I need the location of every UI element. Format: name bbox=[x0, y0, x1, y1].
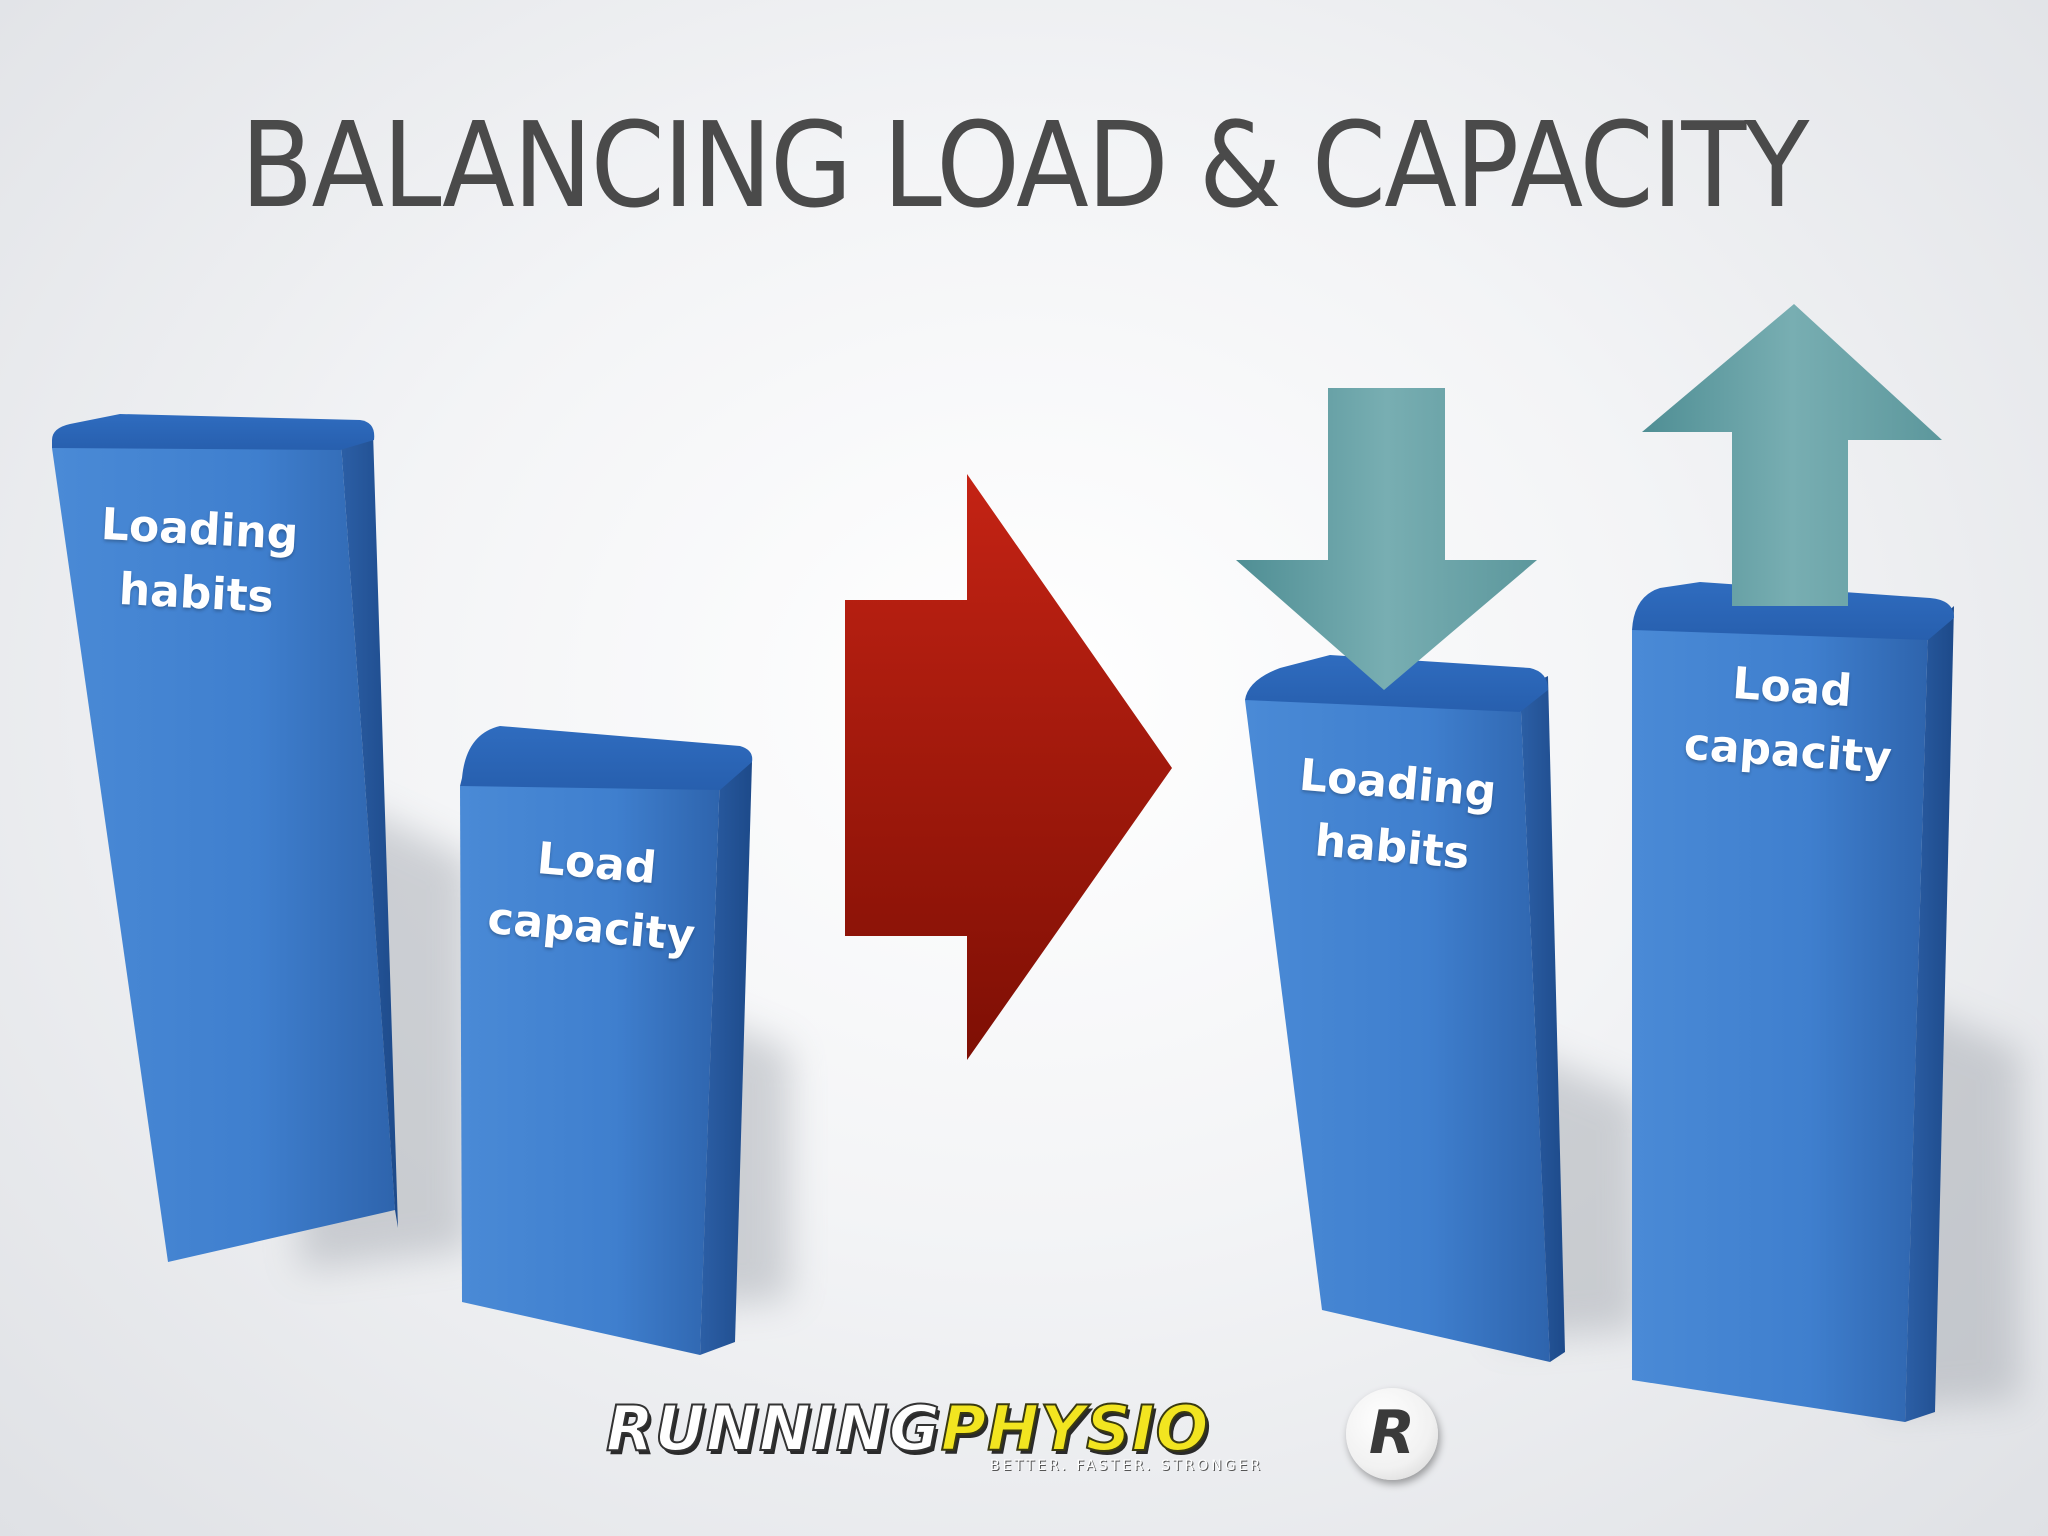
up-arrow-icon bbox=[1642, 304, 1942, 606]
runner-r-icon: R bbox=[1346, 1388, 1438, 1480]
label-after-loading-habits: Loading habits bbox=[1297, 749, 1499, 880]
bar-before-loading-habits bbox=[52, 414, 398, 1262]
badge-glyph: R bbox=[1368, 1398, 1416, 1468]
down-arrow-icon bbox=[1236, 388, 1537, 690]
logo-tagline: BETTER. FASTER. STRONGER bbox=[990, 1458, 1264, 1474]
label-after-load-capacity: Load capacity bbox=[1682, 657, 1894, 785]
slide-title: BALANCING LOAD & CAPACITY bbox=[240, 96, 1809, 234]
bar-before-load-capacity bbox=[460, 726, 753, 1355]
right-arrow-icon bbox=[845, 474, 1172, 1060]
logo-physio-text: PHYSIO bbox=[940, 1391, 1210, 1466]
bar-after-load-capacity bbox=[1632, 582, 1954, 1422]
label-before-loading-habits: Loading habits bbox=[99, 498, 300, 623]
running-physio-logo: RUNNINGPHYSIO bbox=[605, 1391, 1210, 1466]
logo-running-text: RUNNING bbox=[605, 1391, 941, 1466]
bar-after-loading-habits bbox=[1245, 655, 1565, 1362]
label-before-load-capacity: Load capacity bbox=[485, 833, 698, 962]
